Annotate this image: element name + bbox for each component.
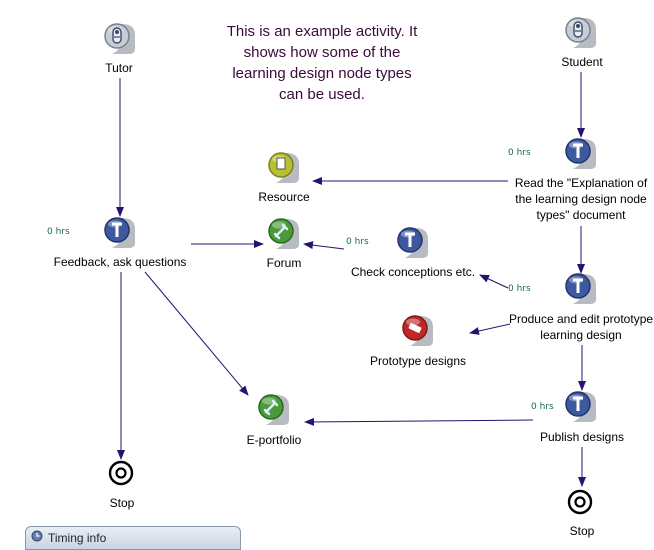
activity-t-icon[interactable] <box>563 271 597 305</box>
edge-publish-to-eportfolio[interactable] <box>304 417 534 426</box>
node-label-stop1: Stop <box>109 496 135 510</box>
activity-t-icon[interactable] <box>563 136 597 170</box>
node-label-student: Student <box>561 55 603 69</box>
node-label-resource: Resource <box>258 190 310 204</box>
duration-label-feedback: 0 hrs <box>47 227 70 237</box>
node-label-feedback: Feedback, ask questions <box>53 255 187 269</box>
activity-t-icon[interactable] <box>102 215 136 249</box>
node-label-prototype: Prototype designs <box>369 354 467 368</box>
node-label-check: Check conceptions etc. <box>350 265 476 279</box>
timing-info-panel[interactable]: Timing info <box>25 526 241 550</box>
timing-info-title: Timing info <box>48 531 107 545</box>
stop-icon[interactable] <box>104 456 138 490</box>
activity-t-icon[interactable] <box>395 225 429 259</box>
tool-wrench-icon[interactable] <box>266 216 300 250</box>
node-label-read: Read the "Explanation of the learning de… <box>514 176 648 222</box>
role-person-icon[interactable] <box>102 21 136 55</box>
activity-t-icon[interactable] <box>563 389 597 423</box>
node-label-forum: Forum <box>266 256 302 270</box>
description-note: This is an example activity. It shows ho… <box>226 23 418 103</box>
duration-label-publish: 0 hrs <box>531 402 554 412</box>
duration-label-read: 0 hrs <box>508 148 531 158</box>
output-no-entry-icon[interactable] <box>400 313 434 347</box>
clock-icon <box>31 530 43 542</box>
tool-wrench-icon[interactable] <box>256 392 290 426</box>
edge-produce-to-check[interactable] <box>479 274 509 289</box>
node-label-tutor: Tutor <box>105 61 133 75</box>
stop-icon[interactable] <box>563 485 597 519</box>
edge-produce-to-prototype[interactable] <box>469 323 511 335</box>
resource-document-icon[interactable] <box>266 150 300 184</box>
role-person-icon[interactable] <box>563 15 597 49</box>
duration-label-produce: 0 hrs <box>508 284 531 294</box>
edge-check-to-forum[interactable] <box>303 241 345 250</box>
duration-label-check: 0 hrs <box>346 237 369 247</box>
node-label-stop2: Stop <box>569 524 595 538</box>
node-label-publish: Publish designs <box>539 430 625 444</box>
node-label-eportfolio: E-portfolio <box>246 433 302 447</box>
edge-feedback-to-eportfolio[interactable] <box>144 271 249 396</box>
node-label-produce: Produce and edit prototype learning desi… <box>508 312 654 342</box>
